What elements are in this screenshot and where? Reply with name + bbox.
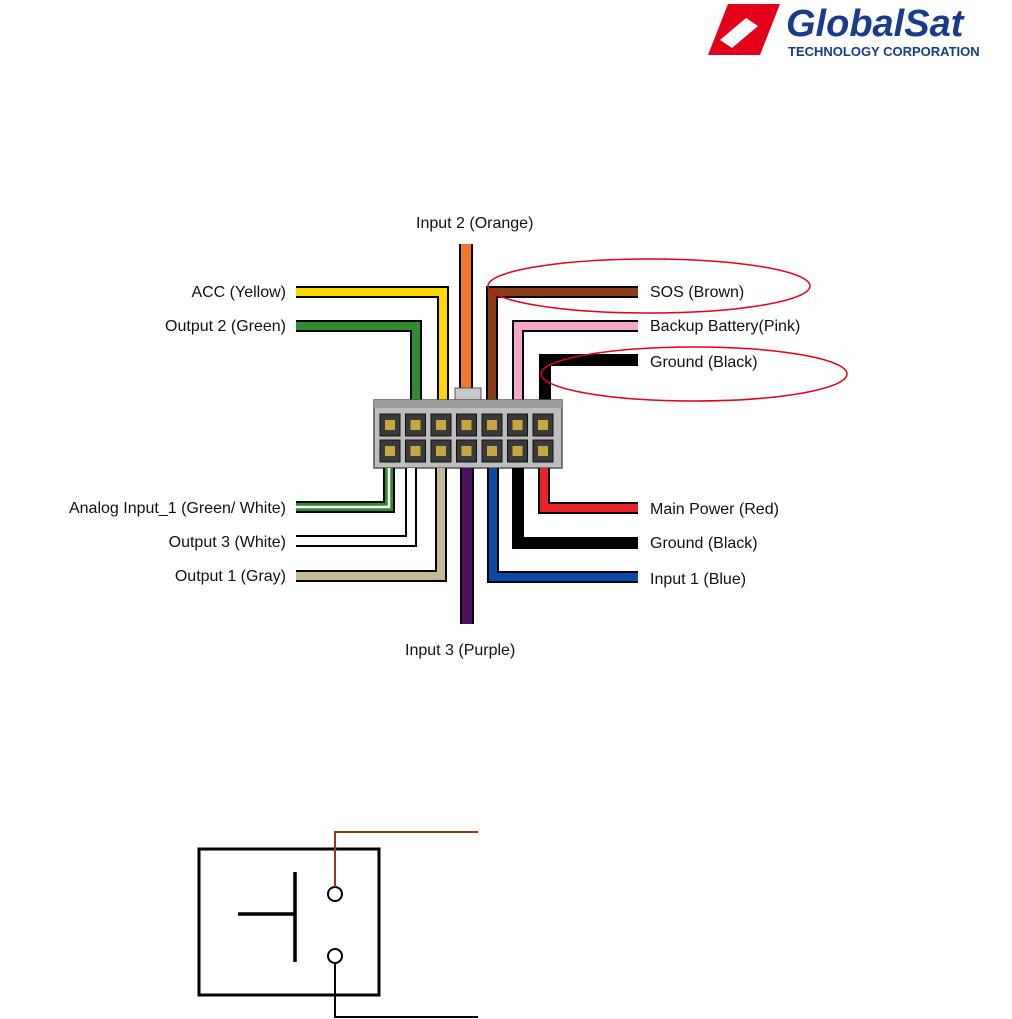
connector-pin	[462, 446, 472, 456]
label-ground-top: Ground (Black)	[650, 354, 758, 371]
label-acc: ACC (Yellow)	[191, 284, 286, 301]
connector-pin	[436, 420, 446, 430]
connector-pin	[487, 446, 497, 456]
connector-pin	[462, 420, 472, 430]
connector-pin	[385, 446, 395, 456]
label-input2: Input 2 (Orange)	[416, 215, 533, 232]
connector-pin	[411, 446, 421, 456]
connector-pin	[436, 446, 446, 456]
connector-pin	[538, 420, 548, 430]
wire-output2-green	[296, 326, 416, 408]
switch-box	[199, 849, 379, 995]
label-input1: Input 1 (Blue)	[650, 571, 746, 588]
switch-wire-black	[335, 963, 478, 1017]
wire-input2-orange	[459, 244, 473, 408]
connector-pin	[513, 420, 523, 430]
switch-terminal-top	[328, 887, 342, 901]
connector	[374, 388, 562, 468]
switch-terminal-bottom	[328, 949, 342, 963]
wire-backup-pink	[518, 326, 638, 408]
connector-pin	[385, 420, 395, 430]
wire-analog-green-white	[296, 468, 389, 507]
wire-output1-gray	[296, 468, 441, 576]
label-output3: Output 3 (White)	[169, 534, 286, 551]
connector-pin	[538, 446, 548, 456]
connector-pin	[411, 420, 421, 430]
label-main-power: Main Power (Red)	[650, 501, 779, 518]
label-sos: SOS (Brown)	[650, 284, 744, 301]
wire-input3-purple	[460, 468, 474, 624]
connector-pin	[513, 446, 523, 456]
label-output2: Output 2 (Green)	[165, 318, 286, 335]
label-analog: Analog Input_1 (Green/ White)	[69, 500, 286, 517]
label-output1: Output 1 (Gray)	[175, 568, 286, 585]
sos-switch-schematic	[199, 832, 478, 1017]
wire-main-power-red	[544, 468, 638, 508]
label-backup: Backup Battery(Pink)	[650, 318, 800, 335]
label-ground-bottom: Ground (Black)	[650, 535, 758, 552]
label-input3: Input 3 (Purple)	[405, 642, 515, 659]
connector-pin	[487, 420, 497, 430]
switch-wire-brown	[335, 832, 478, 887]
